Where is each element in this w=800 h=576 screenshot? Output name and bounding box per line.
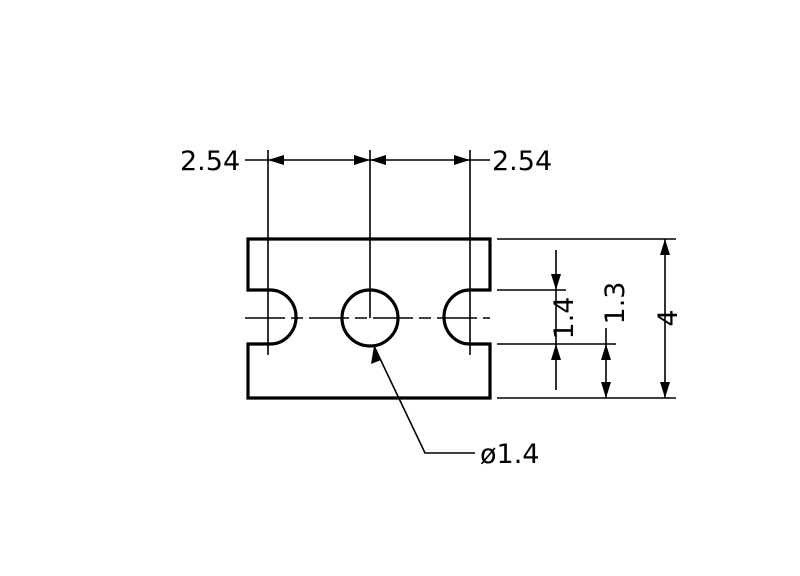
arrowhead (268, 155, 284, 165)
arrowhead (370, 155, 386, 165)
arrowhead (601, 382, 611, 398)
arrowhead (660, 239, 670, 255)
arrowhead (354, 155, 370, 165)
part-outline (246, 237, 492, 400)
dim-pitch-left-label: 2.54 (180, 146, 240, 177)
dim-total-height-label: 4 (653, 309, 684, 326)
dim-hole-diameter-label: ø1.4 (480, 439, 539, 470)
arrowhead (601, 344, 611, 360)
hole-leader-line (373, 345, 475, 454)
dim-pitch-right-label: 2.54 (492, 146, 552, 177)
arrowhead (551, 274, 561, 290)
arrowhead (660, 382, 670, 398)
dim-lower-height-label: 1.3 (600, 282, 631, 325)
dim-notch-height-label: 1.4 (549, 297, 580, 340)
arrowhead (371, 346, 381, 364)
arrowhead (551, 344, 561, 360)
arrowhead (454, 155, 470, 165)
